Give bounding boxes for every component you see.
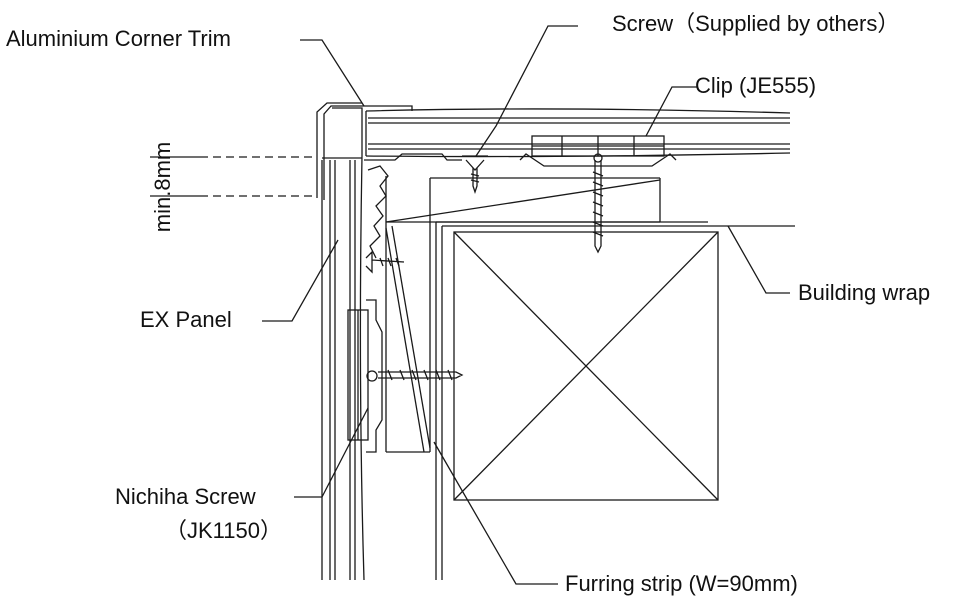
- aluminium-corner-trim: [316, 102, 413, 200]
- label-screw: Screw（Supplied by others）: [612, 11, 900, 36]
- top-ex-panel: [365, 108, 791, 158]
- left-ex-panel: [321, 155, 365, 581]
- trim-screw: [365, 250, 405, 274]
- label-min-gap: min.8mm: [150, 141, 176, 233]
- label-building-wrap: Building wrap: [798, 280, 931, 305]
- timber-stud: [453, 231, 719, 501]
- nichiha-screw: [378, 369, 464, 381]
- label-nichiha-screw: Nichiha Screw: [115, 484, 256, 509]
- clip-je555: [519, 135, 677, 167]
- side-clip: [347, 299, 383, 453]
- label-clip: Clip (JE555): [695, 73, 817, 98]
- min-gap-dimension: [150, 156, 316, 197]
- clip-screw: [592, 160, 604, 254]
- leader-lines: [262, 25, 790, 585]
- label-furring-strip: Furring strip (W=90mm): [565, 571, 798, 596]
- label-aluminium-corner-trim: Aluminium Corner Trim: [6, 26, 231, 51]
- label-ex-panel: EX Panel: [140, 307, 232, 332]
- supplied-screw: [462, 155, 488, 195]
- furring-strip: [385, 176, 661, 453]
- building-wrap: [435, 221, 795, 580]
- panel-end-profile: [364, 153, 462, 259]
- label-nichiha-screw-code: （JK1150）: [165, 518, 282, 543]
